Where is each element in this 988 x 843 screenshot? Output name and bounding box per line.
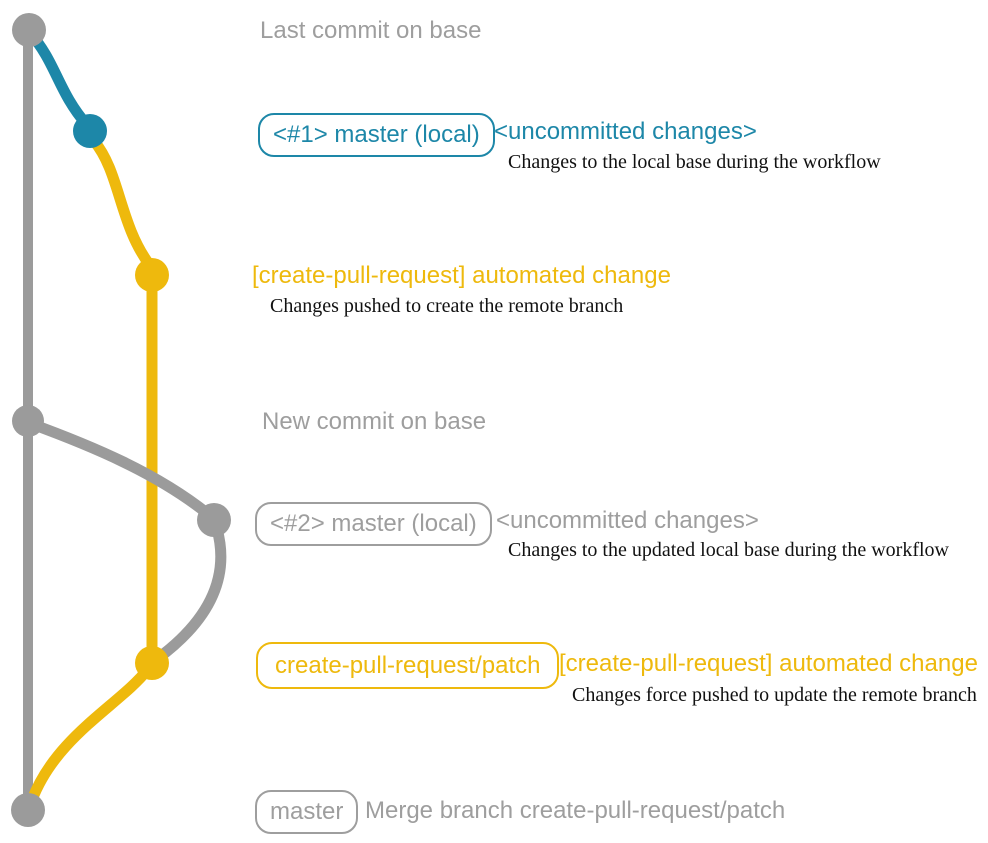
branch-badge-patch: create-pull-request/patch [256,642,560,689]
automated-change-title-2: [create-pull-request] automated change [559,650,978,677]
last-commit-label: Last commit on base [260,17,482,44]
commit-last-on-base [12,13,46,47]
commit-graph [11,13,231,827]
automated-change-desc-2: Changes force pushed to update the remot… [572,684,977,706]
uncommitted-changes-desc-2: Changes to the updated local base during… [508,539,949,561]
commit-merge [11,793,45,827]
uncommitted-changes-title-2: <uncommitted changes> [496,507,759,534]
merge-edge-yellow [26,663,154,806]
rebase-edge-gray-upper [23,417,214,520]
rebase-edge-gray-lower [151,523,227,665]
automated-change-title-1: [create-pull-request] automated change [252,262,671,289]
uncommitted-changes-desc-1: Changes to the local base during the wor… [508,151,881,173]
automated-change-desc-1: Changes pushed to create the remote bran… [270,295,624,317]
uncommitted-changes-title-1: <uncommitted changes> [494,118,757,145]
patch-branch-edge-up [88,135,155,270]
commit-local-2 [197,503,231,537]
local-branch-edge-blue [24,27,93,131]
branch-badge-master-local-2: <#2> master (local) [255,502,492,546]
commit-patch-1 [135,258,169,292]
commit-local-1 [73,114,107,148]
merge-branch-label: Merge branch create-pull-request/patch [365,797,786,824]
commit-patch-2 [135,646,169,680]
commit-new-on-base [12,405,44,437]
branch-badge-master-local-1: <#1> master (local) [258,113,495,157]
branch-badge-master: master [255,790,359,834]
new-commit-label: New commit on base [262,408,487,435]
